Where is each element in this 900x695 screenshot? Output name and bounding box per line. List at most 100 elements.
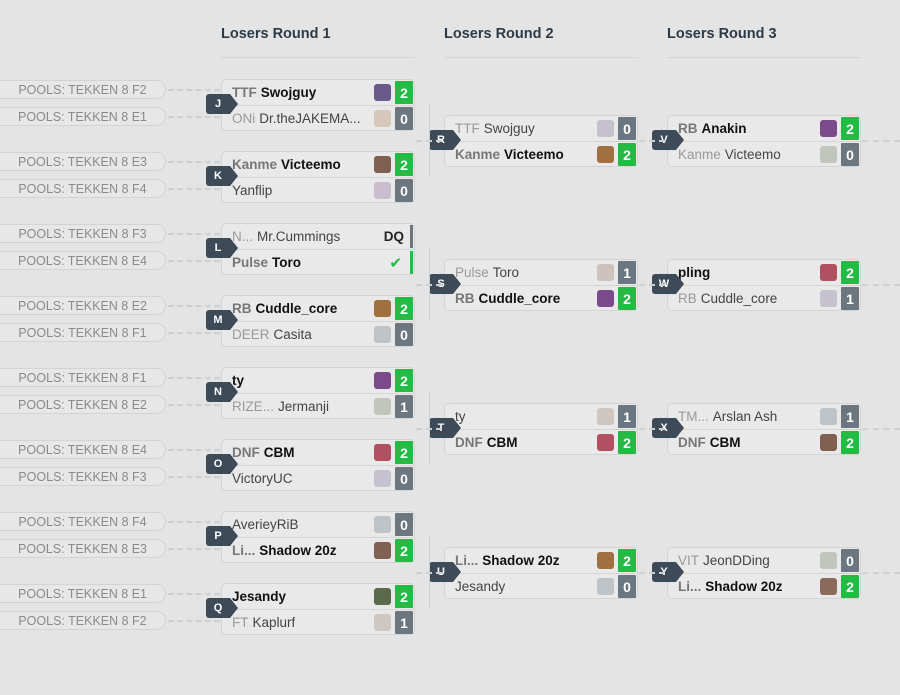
player-team-tag: Pulse: [455, 265, 489, 280]
player-team-tag: DEER: [232, 327, 270, 342]
score-box: 2: [395, 153, 413, 176]
connector-line: [168, 161, 220, 163]
player-name: VictoryUC: [232, 471, 293, 486]
player-name: Mr.Cummings: [257, 229, 341, 244]
score-box: 0: [395, 107, 413, 130]
match-id-badge: K: [206, 166, 238, 186]
connector-line: [429, 536, 430, 608]
pool-source-tag[interactable]: POOLS: TEKKEN 8 E4: [0, 251, 166, 270]
score-box: 2: [618, 287, 636, 310]
pool-source-tag[interactable]: POOLS: TEKKEN 8 E1: [0, 584, 166, 603]
pool-source-tag[interactable]: POOLS: TEKKEN 8 E4: [0, 440, 166, 459]
pool-source-tag[interactable]: POOLS: TEKKEN 8 F3: [0, 224, 166, 243]
player-team-tag: RB: [678, 291, 697, 306]
pool-source-tag[interactable]: POOLS: TEKKEN 8 E2: [0, 296, 166, 315]
pool-source-tag[interactable]: POOLS: TEKKEN 8 F1: [0, 368, 166, 387]
player-name: Casita: [273, 327, 312, 342]
connector-line: [429, 392, 430, 464]
score-box: 1: [841, 287, 859, 310]
score-box: 1: [618, 261, 636, 284]
character-icon: [374, 326, 391, 343]
pool-source-tag[interactable]: POOLS: TEKKEN 8 F1: [0, 323, 166, 342]
player-name: Shadow 20z: [705, 579, 783, 594]
pool-source-tag[interactable]: POOLS: TEKKEN 8 F2: [0, 611, 166, 630]
score-box: 0: [618, 117, 636, 140]
pool-source-tag[interactable]: POOLS: TEKKEN 8 E3: [0, 539, 166, 558]
player-team-tag: FT: [232, 615, 249, 630]
connector-line: [168, 89, 220, 91]
pool-source-tag[interactable]: POOLS: TEKKEN 8 F4: [0, 179, 166, 198]
pool-source-tag[interactable]: POOLS: TEKKEN 8 F3: [0, 467, 166, 486]
character-icon: [820, 552, 837, 569]
round-divider: [444, 57, 638, 58]
pool-source-tag[interactable]: POOLS: TEKKEN 8 E1: [0, 107, 166, 126]
character-icon: [374, 110, 391, 127]
score-box: 2: [618, 549, 636, 572]
pool-source-tag[interactable]: POOLS: TEKKEN 8 E2: [0, 395, 166, 414]
player-team-tag: DNF: [455, 435, 483, 450]
match-id-badge: P: [206, 526, 238, 546]
character-icon: [374, 182, 391, 199]
pool-source-tag[interactable]: POOLS: TEKKEN 8 F4: [0, 512, 166, 531]
character-icon: [820, 264, 837, 281]
pool-source-tag[interactable]: POOLS: TEKKEN 8 F2: [0, 80, 166, 99]
connector-line: [168, 521, 220, 523]
score-box: DQ: [383, 229, 404, 244]
score-bar: [410, 251, 413, 274]
round-divider: [667, 57, 861, 58]
player-name: Shadow 20z: [482, 553, 560, 568]
character-icon: [597, 434, 614, 451]
pool-source-tag[interactable]: POOLS: TEKKEN 8 E3: [0, 152, 166, 171]
player-name: Jesandy: [232, 589, 287, 604]
connector-line: [168, 404, 220, 406]
